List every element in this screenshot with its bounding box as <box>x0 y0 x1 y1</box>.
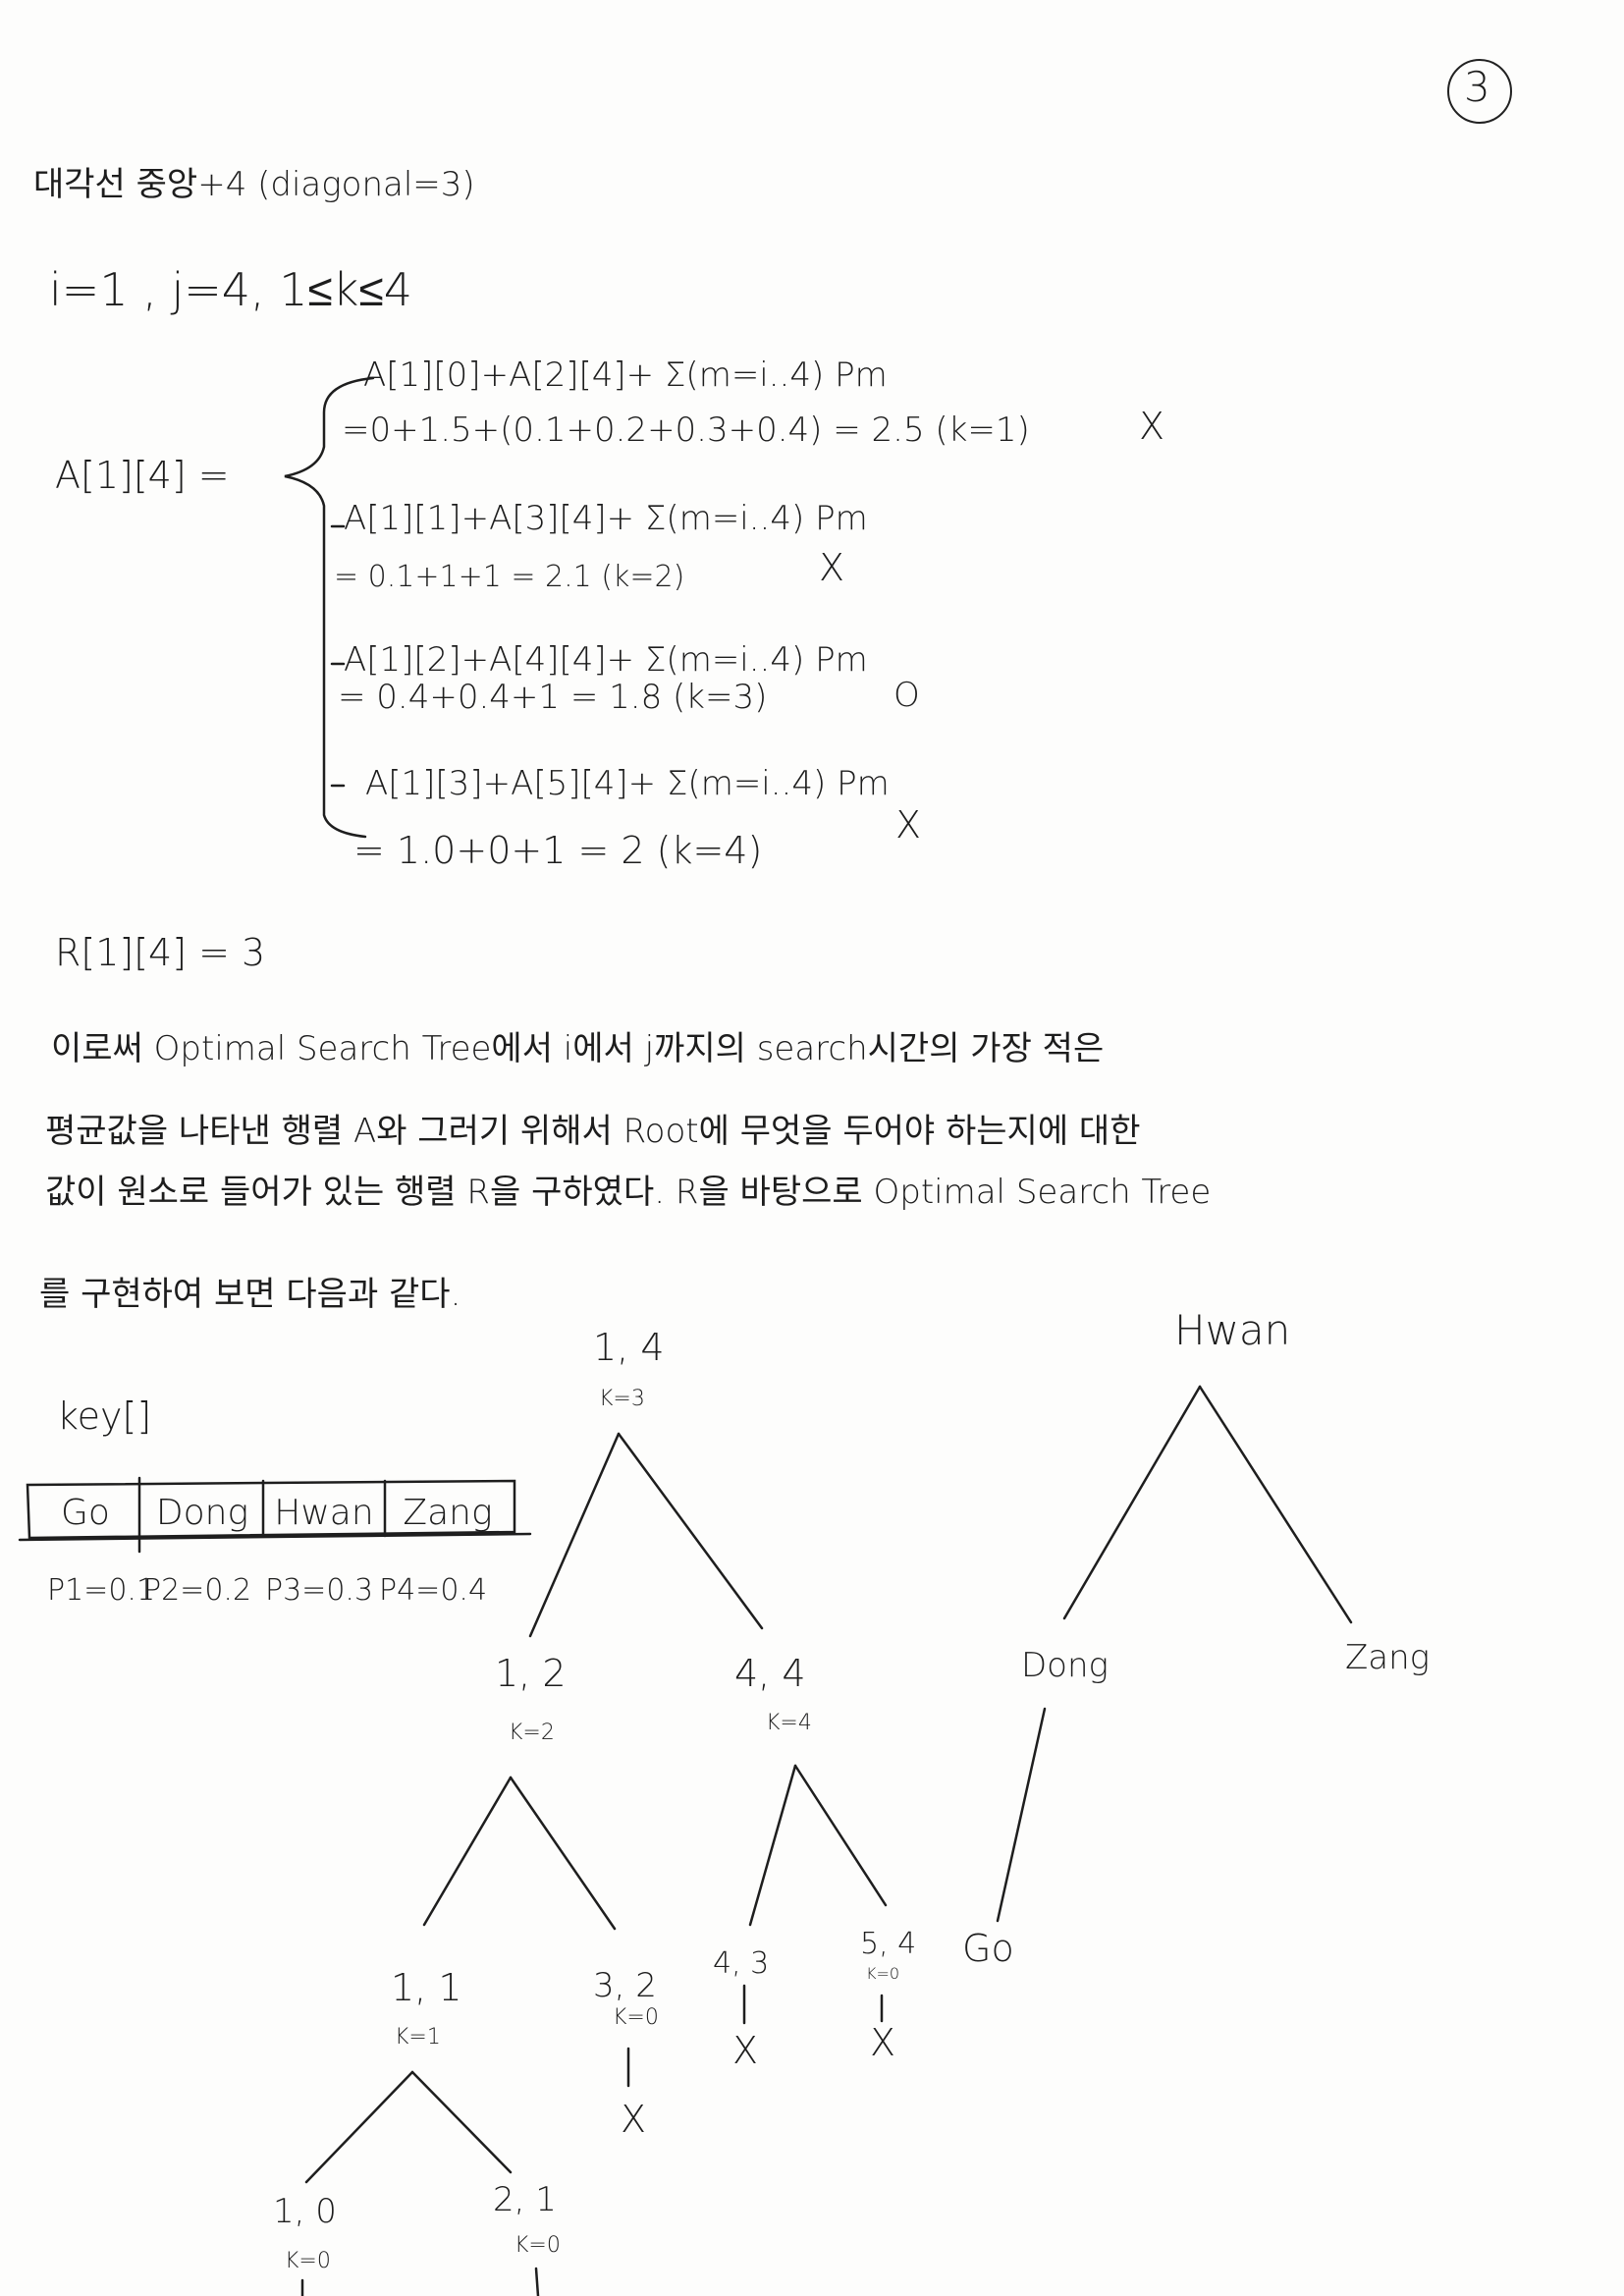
key-prob-3: P3=0.3 <box>265 1573 374 1608</box>
tree-node-3-2: 3, 2 <box>593 1966 657 2005</box>
case-1-mark: X <box>1139 405 1165 448</box>
edge-12-32 <box>509 1776 617 1931</box>
key-cell-go: Go <box>61 1493 110 1533</box>
tree-node-5-4-k: K=0 <box>866 1964 900 1983</box>
key-cell-dong: Dong <box>155 1493 249 1533</box>
key-prob-2: P2=0.2 <box>143 1573 252 1608</box>
null-mark-3-2: X <box>621 2098 647 2141</box>
edge-11-10 <box>304 2070 414 2184</box>
tree-node-1-0: 1, 0 <box>273 2192 337 2231</box>
paragraph-line-2: 평균값을 나타낸 행렬 A와 그러기 위해서 Root에 무엇을 두어야 하는지… <box>45 1112 1141 1151</box>
case-3-expr: A[1][2]+A[4][4]+ Σ(m=i..4) Pm <box>344 640 868 680</box>
paragraph-line-3: 값이 원소로 들어가 있는 행렬 R을 구하였다. R을 바탕으로 Optima… <box>45 1173 1212 1212</box>
case-4-calc: = 1.0+0+1 = 2 (k=4) <box>353 829 763 872</box>
tree-node-2-1-k: K=0 <box>514 2233 561 2258</box>
tree-node-1-1-k: K=1 <box>395 2025 441 2050</box>
r-result: R[1][4] = 3 <box>55 931 266 974</box>
cases-brace <box>284 376 375 839</box>
bst-node-zang: Zang <box>1345 1638 1431 1677</box>
page-number-circle <box>1447 59 1512 124</box>
bst-edge-dong-go <box>996 1707 1047 1923</box>
indices: i=1 , j=4, 1≤k≤4 <box>49 263 412 316</box>
key-array-label: key[] <box>57 1394 152 1438</box>
case-4-expr: A[1][3]+A[5][4]+ Σ(m=i..4) Pm <box>365 764 890 803</box>
case-3-mark: O <box>893 676 920 715</box>
tree-node-1-2: 1, 2 <box>495 1652 567 1695</box>
tree-node-4-3: 4, 3 <box>713 1946 770 1981</box>
lhs-a14: A[1][4] = <box>55 454 230 497</box>
page-number: 3 <box>1464 63 1490 111</box>
key-underline <box>18 1532 532 1542</box>
edge-14-44 <box>617 1432 764 1630</box>
tree-node-1-1: 1, 1 <box>391 1966 462 2009</box>
tree-node-3-2-k: K=0 <box>613 2005 659 2030</box>
edge-14-12 <box>528 1432 621 1638</box>
tree-node-1-4: 1, 4 <box>593 1326 665 1369</box>
case-3-calc: = 0.4+0.4+1 = 1.8 (k=3) <box>338 678 768 717</box>
edge-12-11 <box>422 1776 513 1927</box>
bst-root-hwan: Hwan <box>1174 1306 1291 1354</box>
null-mark-5-4: X <box>870 2021 896 2064</box>
bst-node-go: Go <box>962 1927 1014 1970</box>
tree-node-1-2-k: K=2 <box>509 1721 555 1745</box>
paragraph-line-4: 를 구현하여 보면 다음과 같다. <box>39 1275 461 1314</box>
edge-44-54 <box>793 1764 888 1907</box>
bst-node-dong: Dong <box>1021 1646 1109 1685</box>
tree-node-4-4-k: K=4 <box>766 1711 812 1735</box>
heading: 대각선 중앙+4 (diagonal=3) <box>33 165 475 204</box>
edge-11-21 <box>410 2070 513 2174</box>
tree-node-1-4-k: K=3 <box>599 1387 645 1411</box>
case-2-expr: A[1][1]+A[3][4]+ Σ(m=i..4) Pm <box>344 499 868 538</box>
tree-node-2-1: 2, 1 <box>493 2180 557 2219</box>
paragraph-line-1: 이로써 Optimal Search Tree에서 i에서 j까지의 searc… <box>51 1029 1105 1068</box>
bst-edge-hwan-zang <box>1198 1385 1353 1624</box>
tree-node-1-0-k: K=0 <box>285 2249 331 2273</box>
null-mark-4-3: X <box>732 2029 759 2072</box>
case-2-calc: = 0.1+1+1 = 2.1 (k=2) <box>334 560 685 594</box>
case-4-mark: X <box>895 803 922 847</box>
key-array-box <box>26 1479 516 1540</box>
case-1-expr: A[1][0]+A[2][4]+ Σ(m=i..4) Pm <box>363 355 888 395</box>
case-1-calc: =0+1.5+(0.1+0.2+0.3+0.4) = 2.5 (k=1) <box>342 410 1030 450</box>
key-cell-zang: Zang <box>403 1493 493 1533</box>
edge-44-43 <box>748 1764 797 1927</box>
edge-21-tail <box>534 2267 540 2296</box>
bst-edge-hwan-dong <box>1062 1385 1202 1620</box>
case-2-mark: X <box>819 546 845 589</box>
tree-node-5-4: 5, 4 <box>860 1927 917 1961</box>
tree-node-4-4: 4, 4 <box>734 1652 806 1695</box>
key-prob-4: P4=0.4 <box>379 1573 488 1608</box>
key-cell-hwan: Hwan <box>274 1493 374 1533</box>
key-prob-1: P1=0.1 <box>47 1573 156 1608</box>
